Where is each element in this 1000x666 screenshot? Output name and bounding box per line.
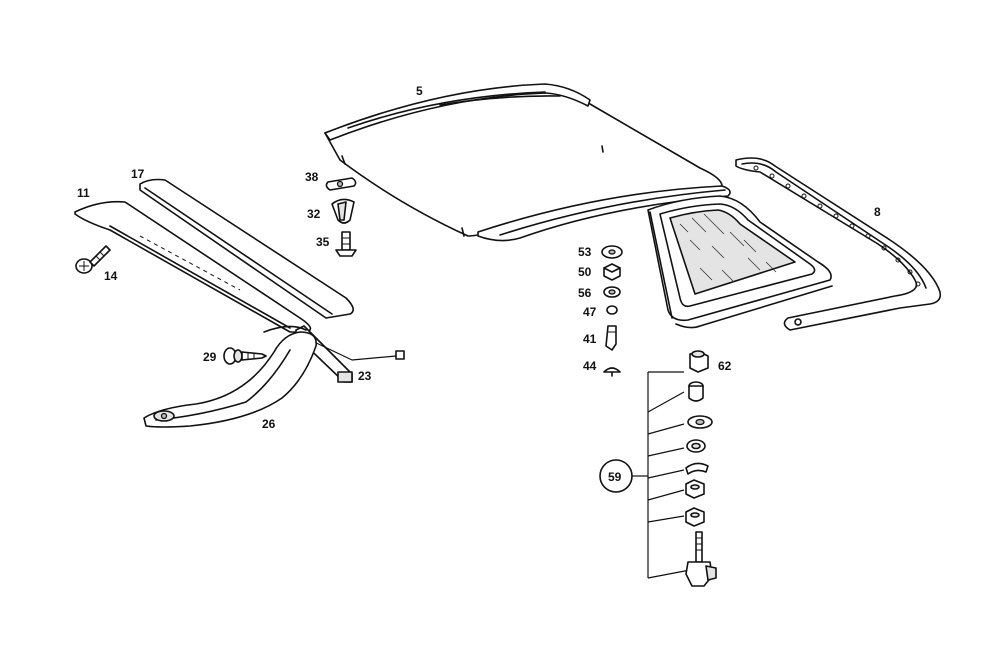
- trim-strip-upper: [139, 178, 354, 319]
- washer-53: [601, 245, 623, 259]
- label-14: 14: [104, 269, 118, 283]
- label-8: 8: [874, 205, 881, 219]
- trim-strip-front: [74, 200, 312, 333]
- hex-nut-upper: [685, 479, 705, 499]
- rear-side-trim: [143, 325, 317, 428]
- cap-nut-62: [689, 350, 709, 373]
- assembly-59-bracket: [632, 371, 691, 579]
- bushing-47: [606, 305, 618, 315]
- label-11: 11: [77, 186, 90, 200]
- label-41: 41: [583, 332, 597, 346]
- seal-slots: [753, 165, 921, 287]
- clip-32: [331, 198, 355, 224]
- label-26: 26: [262, 417, 276, 431]
- gasket-38: [325, 177, 357, 191]
- label-44: 44: [583, 359, 597, 373]
- assembly-59-circle: [599, 459, 633, 493]
- label-23: 23: [358, 369, 372, 383]
- stud-bolt: [685, 531, 717, 587]
- nut-50: [603, 263, 621, 281]
- spring-washer: [685, 462, 709, 475]
- label-50: 50: [578, 265, 592, 279]
- flat-washer: [686, 439, 706, 453]
- label-17: 17: [131, 167, 145, 181]
- label-62: 62: [718, 359, 732, 373]
- pin-41: [605, 325, 617, 351]
- label-38: 38: [305, 170, 319, 184]
- label-5: 5: [416, 84, 423, 98]
- washer-56: [603, 286, 621, 298]
- label-56: 56: [578, 286, 592, 300]
- label-59: 59: [608, 470, 622, 484]
- label-47: 47: [583, 305, 597, 319]
- rear-window-seal: [735, 157, 942, 331]
- hex-nut-lower: [685, 507, 705, 527]
- label-29: 29: [203, 350, 217, 364]
- label-35: 35: [316, 235, 330, 249]
- slotted-washer: [687, 415, 713, 429]
- quarter-window: [647, 195, 833, 329]
- label-32: 32: [307, 207, 321, 221]
- label-53: 53: [578, 245, 592, 259]
- roof-panel: [324, 83, 731, 242]
- screw-14: [75, 245, 111, 274]
- bolt-35: [335, 231, 357, 257]
- glass-hatching: [679, 213, 777, 283]
- spacer: [688, 381, 704, 402]
- screw-29: [223, 347, 267, 365]
- rivet-44: [603, 367, 621, 377]
